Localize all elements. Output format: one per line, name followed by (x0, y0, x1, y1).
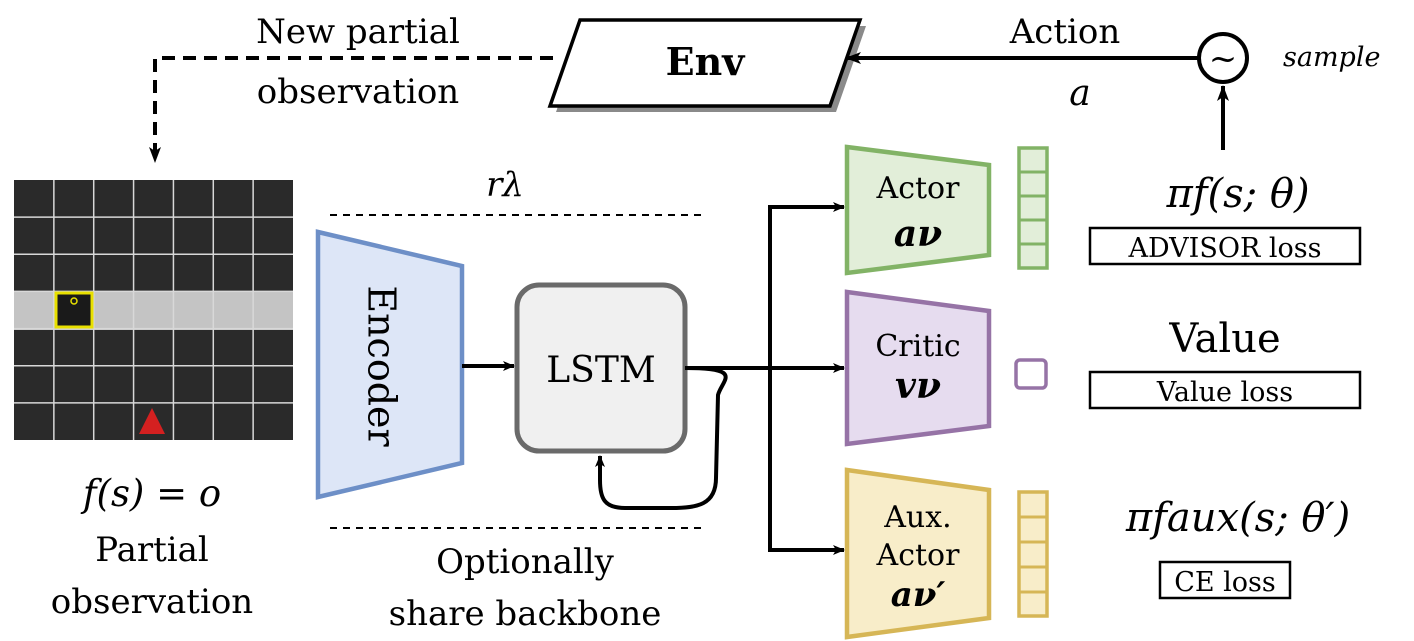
observation-grid (14, 180, 293, 440)
new-observation-label-line1: New partial (256, 12, 460, 52)
observation-caption-line2: observation (51, 582, 253, 622)
backbone-caption-line2: share backbone (389, 594, 662, 634)
value-label: Value (1168, 316, 1280, 362)
critic-title: Critic (875, 329, 960, 364)
new-observation-arrow (149, 56, 553, 163)
value-loss-label: Value loss (1156, 377, 1293, 408)
aux-actor-title-line2: Actor (876, 538, 961, 573)
env-label: Env (666, 39, 747, 84)
value-loss-box (1088, 370, 1362, 410)
lstm-recurrent-arrow (595, 366, 728, 510)
backbone-caption-line1: Optionally (436, 542, 615, 582)
critic-head (844, 289, 992, 447)
actor-head (844, 144, 992, 276)
aux-policy-formula: πfaux(s; θ′) (1125, 495, 1350, 541)
aux-output-frame (1017, 490, 1049, 618)
encoder-block (315, 229, 465, 500)
reward-symbol: rλ (486, 165, 524, 205)
new-observation-label-line2: observation (257, 72, 459, 112)
action-label: Action (1009, 12, 1121, 52)
actor-output-frame (1017, 146, 1049, 270)
ce-loss-label: CE loss (1174, 567, 1276, 598)
lstm-label: LSTM (546, 350, 655, 391)
sample-label: sample (1283, 42, 1380, 73)
actor-output-vector (1017, 146, 1049, 270)
critic-symbol: vν (895, 365, 941, 407)
observation-caption-line1: Partial (95, 530, 209, 570)
ce-loss-box (1158, 560, 1292, 600)
advisor-loss-label: ADVISOR loss (1128, 233, 1322, 264)
sample-node (1197, 32, 1249, 84)
encoder-label: Encoder (360, 285, 404, 447)
grid-lines (14, 180, 293, 440)
actor-symbol: aν (894, 213, 942, 255)
sample-tilde-icon: ~ (1209, 39, 1238, 79)
action-symbol: a (1069, 73, 1090, 114)
aux-actor-title-line1: Aux. (883, 500, 951, 535)
advisor-loss-box (1088, 226, 1362, 266)
critic-output-cell (1014, 358, 1048, 390)
policy-formula: πf(s; θ) (1165, 171, 1309, 217)
observation-formula: f(s) = o (80, 472, 221, 515)
agent-triangle-icon (139, 408, 165, 434)
aux-actor-symbol: aν′ (891, 575, 946, 615)
actor-title: Actor (876, 171, 961, 206)
goal-dot-icon (70, 297, 78, 305)
env-box (547, 18, 863, 108)
lstm-to-actor-arrow (768, 202, 845, 368)
lstm-to-aux-actor-arrow (768, 368, 845, 555)
aux-actor-output-vector (1017, 490, 1049, 618)
aux-actor-head (844, 467, 992, 640)
